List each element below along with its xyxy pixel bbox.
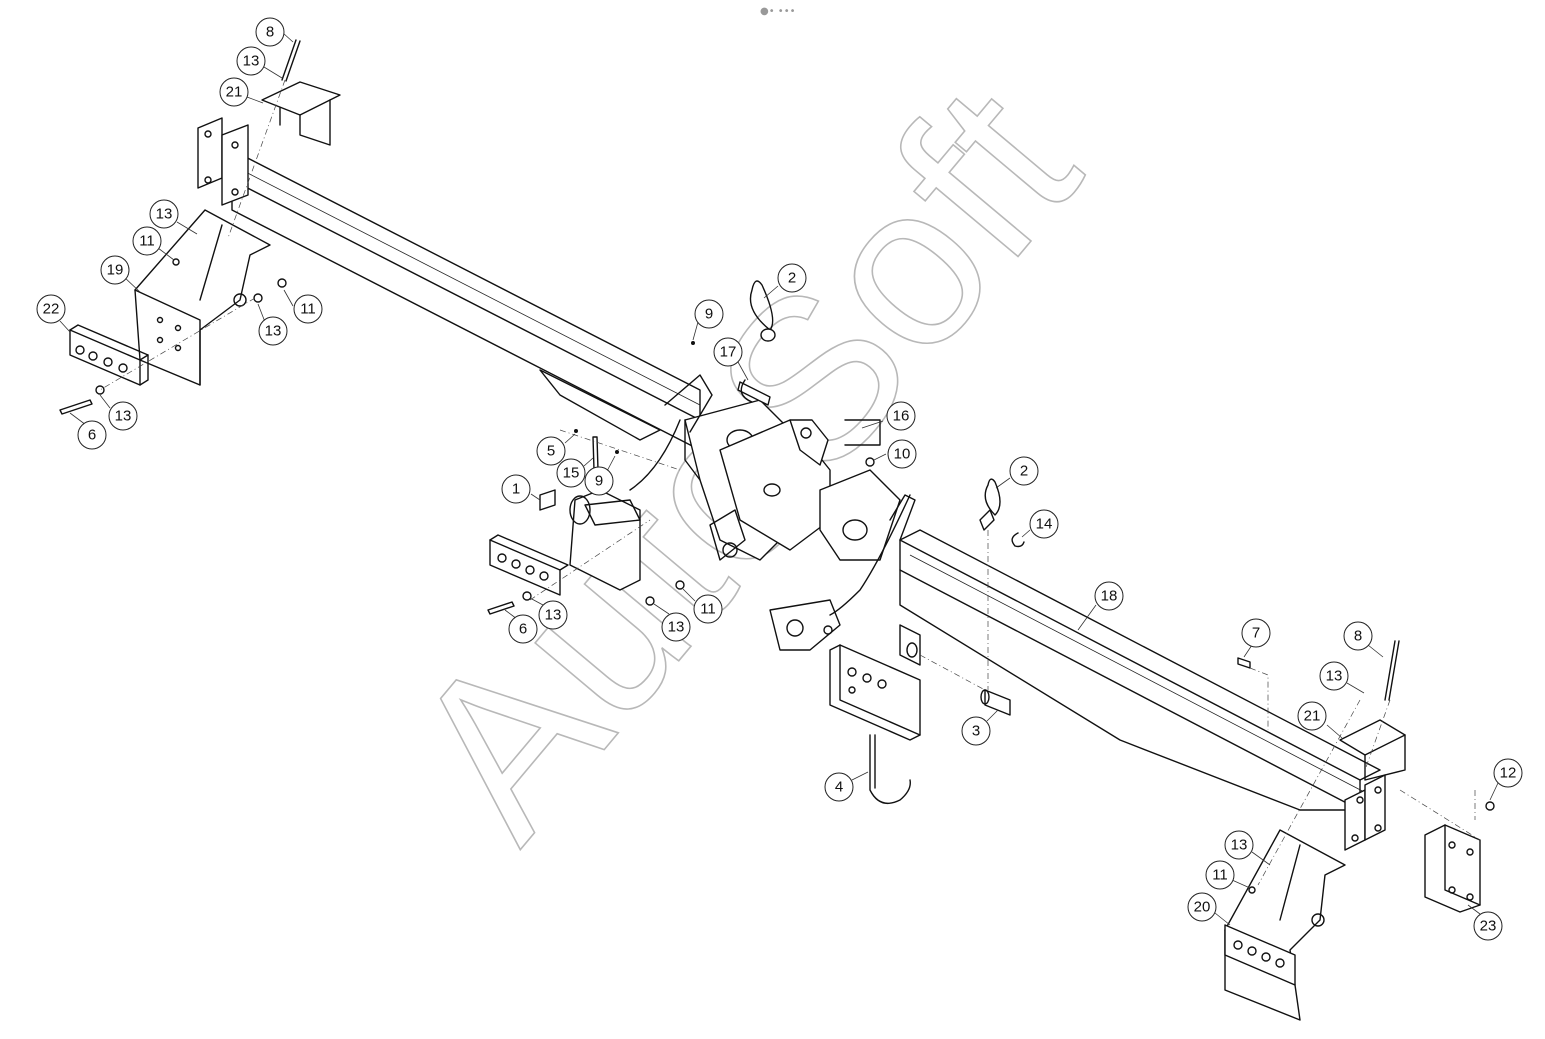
bracket-21-right xyxy=(1339,640,1406,781)
svg-text:11: 11 xyxy=(1212,867,1228,884)
svg-text:6: 6 xyxy=(88,427,96,444)
svg-text:9: 9 xyxy=(705,306,713,323)
loading-indicator-icon: ●• ••• xyxy=(760,6,796,17)
callout: 18 xyxy=(1094,581,1124,611)
callout: 11 xyxy=(293,294,323,324)
bracket-21-left xyxy=(261,39,341,146)
left-end-plate xyxy=(197,117,249,206)
callout: 4 xyxy=(824,772,854,802)
callout: 22 xyxy=(36,294,66,324)
pin-2-upper xyxy=(749,280,776,342)
svg-text:10: 10 xyxy=(894,446,911,463)
bracket-20-right xyxy=(1224,829,1346,1021)
callout: 13 xyxy=(538,600,568,630)
svg-text:13: 13 xyxy=(243,53,260,70)
callout: 8 xyxy=(1343,621,1373,651)
callout: 13 xyxy=(1319,661,1349,691)
callout: 16 xyxy=(886,401,916,431)
callout: 15 xyxy=(556,458,586,488)
svg-text:13: 13 xyxy=(115,408,132,425)
right-end-plate xyxy=(1344,774,1386,851)
main-beam xyxy=(231,149,1381,811)
svg-text:16: 16 xyxy=(893,408,910,425)
callout: 3 xyxy=(961,716,991,746)
callout: 13 xyxy=(1224,830,1254,860)
callout: 6 xyxy=(508,614,538,644)
callout: 9 xyxy=(694,299,724,329)
svg-text:21: 21 xyxy=(1304,708,1321,725)
assembly-axes xyxy=(99,79,1481,886)
callout: 20 xyxy=(1187,892,1217,922)
callout: 12 xyxy=(1493,758,1523,788)
callout: 11 xyxy=(1205,860,1235,890)
bolt-7 xyxy=(1237,657,1251,669)
svg-text:11: 11 xyxy=(300,301,316,318)
callout: 17 xyxy=(713,337,743,367)
svg-text:1: 1 xyxy=(512,481,520,498)
svg-text:13: 13 xyxy=(156,206,173,223)
svg-text:20: 20 xyxy=(1194,899,1211,916)
svg-text:19: 19 xyxy=(107,262,124,279)
callout: 5 xyxy=(536,436,566,466)
svg-text:7: 7 xyxy=(1252,625,1260,642)
svg-text:17: 17 xyxy=(720,344,737,361)
callout: 11 xyxy=(693,594,723,624)
svg-text:5: 5 xyxy=(547,443,555,460)
callout: 13 xyxy=(108,401,138,431)
callout: 6 xyxy=(77,420,107,450)
svg-text:11: 11 xyxy=(700,601,716,618)
central-hitch-assembly xyxy=(629,374,916,651)
callout: 7 xyxy=(1241,618,1271,648)
svg-text:9: 9 xyxy=(595,473,603,490)
callout: 13 xyxy=(661,612,691,642)
plate-22 xyxy=(69,324,149,386)
svg-text:12: 12 xyxy=(1500,765,1517,782)
svg-text:2: 2 xyxy=(1020,463,1028,480)
callout: 10 xyxy=(887,439,917,469)
svg-text:15: 15 xyxy=(563,465,580,482)
callout: 13 xyxy=(258,316,288,346)
plate-23 xyxy=(1424,801,1495,913)
svg-text:11: 11 xyxy=(139,233,155,250)
svg-text:13: 13 xyxy=(1231,837,1248,854)
callout: 8 xyxy=(255,17,285,47)
pin-3 xyxy=(980,689,1011,716)
left-fasteners xyxy=(59,258,287,415)
callout: 14 xyxy=(1029,509,1059,539)
svg-text:22: 22 xyxy=(43,301,60,318)
callout: 19 xyxy=(100,255,130,285)
clip-14 xyxy=(1011,532,1025,548)
pin-17 xyxy=(737,379,771,406)
callout: 1 xyxy=(501,474,531,504)
callouts: 8 13 21 13 11 19 11 13 22 13 6 2 9 17 16… xyxy=(36,17,1523,941)
callout: 21 xyxy=(1297,701,1327,731)
svg-text:3: 3 xyxy=(972,723,980,740)
callout: 9 xyxy=(584,466,614,496)
callout: 11 xyxy=(132,226,162,256)
svg-text:13: 13 xyxy=(668,619,685,636)
svg-text:2: 2 xyxy=(788,270,796,287)
svg-text:8: 8 xyxy=(1354,628,1362,645)
bracket-19-left xyxy=(134,209,271,386)
svg-text:14: 14 xyxy=(1036,516,1053,533)
callout: 2 xyxy=(1009,456,1039,486)
center-plate xyxy=(487,534,685,615)
svg-text:21: 21 xyxy=(226,84,243,101)
callout: 13 xyxy=(236,46,266,76)
svg-text:6: 6 xyxy=(519,621,527,638)
callout: 21 xyxy=(219,77,249,107)
socket-plate xyxy=(829,624,921,804)
callout: 2 xyxy=(777,263,807,293)
svg-text:13: 13 xyxy=(265,323,282,340)
pin-2-lower xyxy=(979,478,1001,531)
callout: 13 xyxy=(149,199,179,229)
callout: 23 xyxy=(1473,911,1503,941)
svg-text:13: 13 xyxy=(545,607,562,624)
svg-text:23: 23 xyxy=(1480,918,1497,935)
svg-text:8: 8 xyxy=(266,24,274,41)
svg-text:18: 18 xyxy=(1101,588,1118,605)
svg-text:4: 4 xyxy=(835,779,843,796)
svg-text:13: 13 xyxy=(1326,668,1343,685)
